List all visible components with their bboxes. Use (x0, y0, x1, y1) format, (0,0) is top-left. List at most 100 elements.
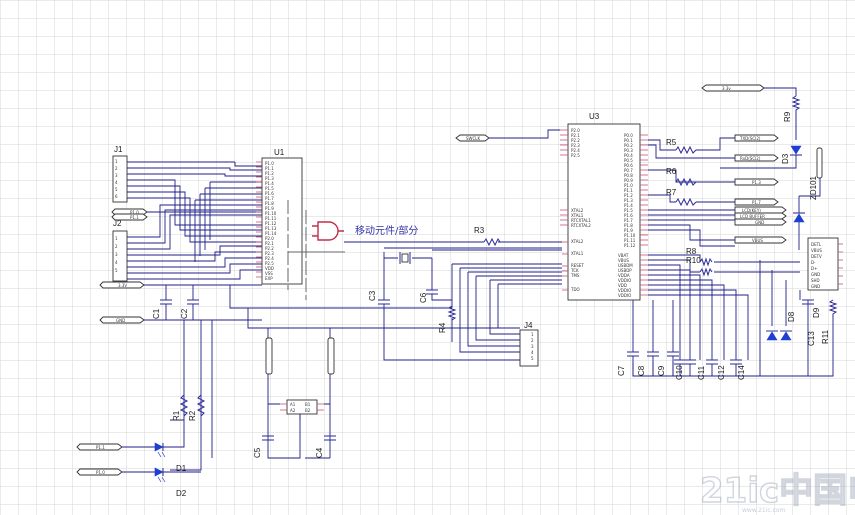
r1-resistor[interactable]: R1 (172, 394, 189, 421)
svg-text:RxD(SCI2): RxD(SCI2) (740, 156, 761, 161)
c5-capacitor[interactable]: C5 (253, 435, 274, 458)
svg-text:D+: D+ (811, 266, 817, 271)
svg-text:D-: D- (811, 260, 816, 265)
svg-text:P1.6: P1.6 (624, 213, 633, 218)
svg-text:P1.7: P1.7 (752, 200, 761, 205)
svg-text:P1.8: P1.8 (265, 201, 274, 206)
r5-label: R5 (666, 138, 677, 147)
net-label-j1-p10: P1.0 (111, 208, 262, 216)
zd101-zener[interactable]: ZD101 (793, 147, 823, 250)
u3-chip[interactable]: U3 P2.0P2.1P2.2 P2.3P2.4P2.5 XTAL2XTAL1R… (560, 112, 648, 301)
d1-led[interactable]: D1 (154, 420, 187, 473)
r6-resistor[interactable]: R6 (666, 167, 697, 187)
r2-resistor[interactable]: R2 (188, 394, 206, 421)
svg-text:P1.4: P1.4 (624, 203, 633, 208)
d2-label: D2 (176, 489, 187, 498)
c14-label: C14 (737, 365, 746, 380)
svg-text:P2.4: P2.4 (265, 256, 274, 261)
svg-text:P2.1: P2.1 (265, 241, 274, 246)
svg-text:SWCLK: SWCLK (466, 136, 481, 141)
svg-text:2: 2 (115, 166, 118, 171)
svg-text:P1.5: P1.5 (265, 186, 274, 191)
svg-text:TMS: TMS (570, 273, 580, 278)
u1-chip[interactable]: U1 P1.0P1.1P1.2 P1.3P1.4P1.5 P1.6P1.7P1.… (256, 148, 303, 285)
c13-capacitor[interactable]: C13 (802, 299, 816, 346)
c4-label: C4 (315, 447, 324, 458)
and-gate-icon[interactable] (312, 221, 344, 241)
r5-resistor[interactable]: R5 (666, 138, 697, 155)
d9-label: D9 (812, 307, 821, 318)
svg-text:DETL: DETL (811, 242, 822, 247)
svg-text:TDO: TDO (570, 287, 580, 292)
svg-text:P0.4: P0.4 (624, 153, 633, 158)
crystal[interactable] (399, 252, 411, 264)
r4-resistor[interactable]: R4 (438, 305, 457, 333)
svg-text:VBAT: VBAT (618, 253, 629, 258)
svg-text:P1.9: P1.9 (624, 228, 633, 233)
svg-text:P1.3: P1.3 (624, 198, 633, 203)
svg-text:RTCXTAL1: RTCXTAL1 (571, 218, 591, 223)
svg-text:RTCXTAL2: RTCXTAL2 (571, 223, 591, 228)
svg-text:P1.1: P1.1 (265, 166, 274, 171)
svg-text:XTAL1: XTAL1 (571, 251, 584, 256)
svg-text:P2.4: P2.4 (571, 148, 580, 153)
r10-resistor[interactable]: R10 (686, 256, 713, 277)
d2-led[interactable]: D2 (154, 467, 201, 498)
svg-text:P0.2: P0.2 (624, 143, 633, 148)
j4-label: J4 (524, 321, 533, 330)
d9-diode[interactable]: D9 (780, 307, 821, 341)
svg-text:P1.1: P1.1 (624, 188, 633, 193)
r9-resistor[interactable]: R9 (783, 95, 801, 140)
d8-diode[interactable]: D8 (766, 311, 796, 341)
svg-text:P1.7: P1.7 (265, 196, 274, 201)
svg-text:2: 2 (115, 244, 118, 249)
net-label-p11: P1.1 (76, 443, 155, 451)
c1-capacitor[interactable]: C1 (152, 299, 172, 319)
site-logo: 21ic中国电子网 www.21ic.com (699, 470, 855, 514)
c7-label: C7 (617, 365, 626, 376)
c4-capacitor[interactable]: C4 (315, 435, 336, 458)
svg-text:VDDIO: VDDIO (618, 293, 631, 298)
svg-text:P1.9: P1.9 (265, 206, 274, 211)
d3-led[interactable]: D3 (720, 145, 802, 169)
svg-text:P1.1: P1.1 (130, 215, 139, 220)
d3-label: D3 (781, 153, 790, 164)
net-label-lcd-key: LCD(KEY) (734, 206, 787, 214)
svg-text:VBUS: VBUS (618, 258, 629, 263)
r11-label: R11 (821, 329, 830, 344)
r7-resistor[interactable]: R7 (666, 188, 697, 207)
c6-capacitor[interactable]: C6 (419, 289, 438, 303)
svg-text:3.3v: 3.3v (722, 86, 731, 91)
net-label-3v3-top-right: 3.3v (701, 84, 797, 96)
c13-label: C13 (807, 331, 816, 346)
svg-text:P1.12: P1.12 (624, 243, 636, 248)
svg-text:P1.6: P1.6 (265, 191, 274, 196)
r3-resistor[interactable]: R3 (474, 226, 501, 247)
svg-text:USBDP: USBDP (618, 268, 632, 273)
svg-text:2: 2 (531, 338, 534, 343)
c2-capacitor[interactable]: C2 (180, 299, 199, 319)
r4-label: R4 (438, 322, 447, 333)
svg-text:P1.14: P1.14 (265, 231, 277, 236)
svg-text:4: 4 (115, 260, 118, 265)
svg-text:P0.3: P0.3 (624, 148, 633, 153)
svg-text:RESET: RESET (571, 263, 584, 268)
svg-text:VDDIO: VDDIO (618, 288, 631, 293)
svg-text:VDD: VDD (618, 283, 627, 288)
svg-text:3: 3 (115, 252, 118, 257)
r9-label: R9 (783, 111, 792, 122)
c3-capacitor[interactable]: C3 (368, 290, 390, 305)
r11-resistor[interactable]: R11 (821, 299, 838, 344)
svg-text:SHD: SHD (811, 278, 820, 283)
d1-label: D1 (176, 464, 187, 473)
r8-resistor[interactable]: R8 (686, 247, 713, 267)
svg-text:P0.7: P0.7 (624, 168, 633, 173)
c5-label: C5 (253, 447, 262, 458)
